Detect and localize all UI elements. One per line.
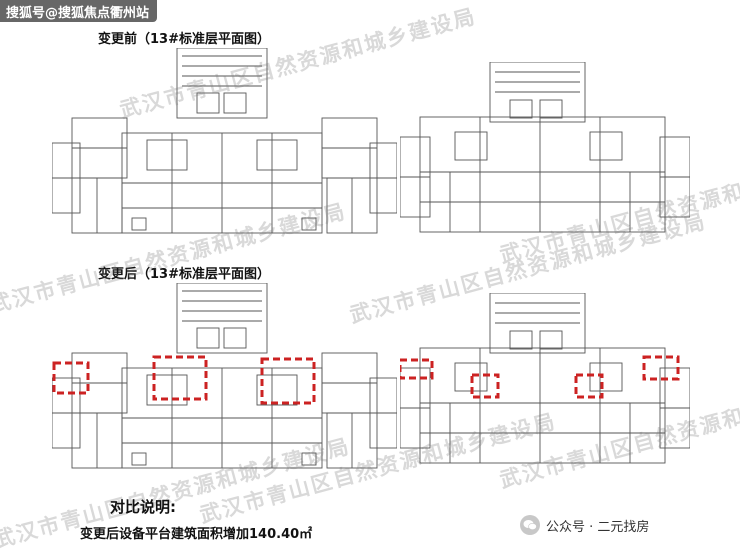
wechat-icon bbox=[520, 515, 540, 535]
floor-plan-before-left bbox=[52, 48, 397, 243]
after-section-title: 变更后（13#标准层平面图） bbox=[98, 267, 270, 282]
floor-plan-after-left bbox=[52, 283, 397, 478]
credit-text: 公众号 · 二元找房 bbox=[546, 519, 650, 535]
comparison-heading: 对比说明: bbox=[110, 498, 176, 516]
floor-plan-before-right bbox=[400, 62, 690, 242]
source-tag: 搜狐号@搜狐焦点衢州站 bbox=[0, 0, 158, 22]
before-section-title: 变更前（13#标准层平面图） bbox=[98, 32, 270, 47]
credit-badge: 公众号 · 二元找房 bbox=[520, 515, 649, 535]
floor-plan-after-right bbox=[400, 293, 690, 473]
comparison-text: 变更后设备平台建筑面积增加140.40㎡ bbox=[80, 527, 313, 542]
